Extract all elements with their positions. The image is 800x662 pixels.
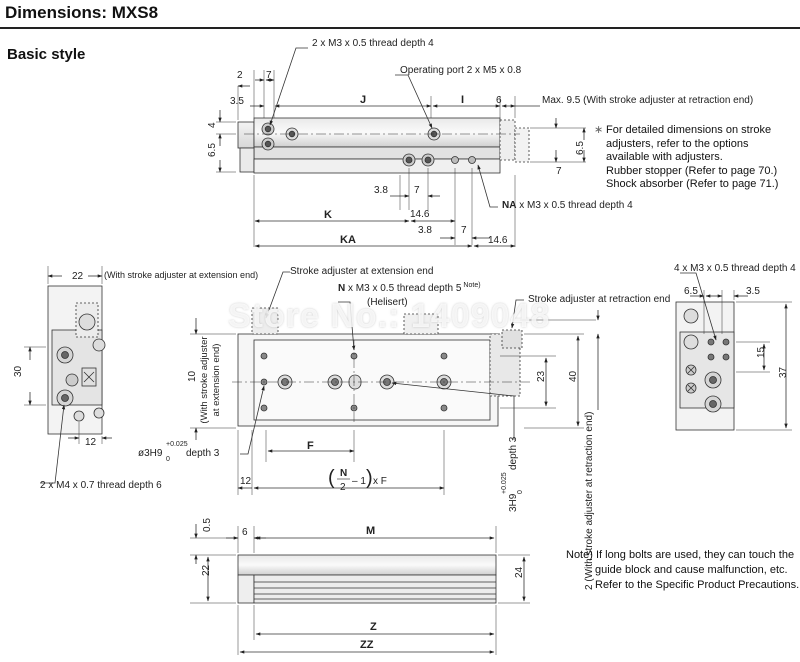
bolt-warning-note: Note) If long bolts are used, they can t…: [566, 548, 799, 593]
dim-4: 4: [207, 122, 218, 128]
note-line: For detailed dimensions on stroke: [606, 124, 772, 136]
left-callout-ext: (With stroke adjuster at extension end): [104, 270, 258, 280]
bottom-view-labels: 0.5 6 M 22 24 Z ZZ: [201, 518, 525, 651]
page-title: Dimensions: MXS8: [5, 3, 159, 22]
rot-3h9: 3H9: [508, 493, 519, 512]
center-view: [190, 271, 600, 495]
dim-7-b: 7: [461, 225, 467, 236]
right-callout: 4 x M3 x 0.5 thread depth 4: [674, 263, 796, 274]
formula-2: 2: [340, 482, 346, 493]
dim-7-right: 7: [556, 166, 562, 177]
bottom-dim-24: 24: [514, 566, 525, 578]
dim-14-6: 14.6: [410, 209, 430, 220]
left-dim-30: 30: [13, 365, 24, 377]
dim-7-mid: 7: [414, 185, 420, 196]
dim-3-5: 3.5: [230, 96, 244, 107]
dim-I: I: [461, 94, 464, 106]
rot-depth: depth 3: [508, 436, 519, 470]
title-bar: Dimensions: MXS8: [0, 0, 800, 30]
callout-3h9-a: ø3H9: [138, 448, 163, 459]
bottom-dim-M: M: [366, 525, 375, 537]
right-view-labels: 4 x M3 x 0.5 thread depth 4 6.5 3.5 15 3…: [674, 263, 796, 378]
center-dim-F: F: [307, 440, 314, 452]
callout-3h9-label: ø3H9: [138, 448, 163, 459]
callout-helisert: (Helisert): [367, 297, 408, 308]
callout-n-bold: N: [338, 283, 345, 294]
callout-note-sup: Note): [463, 282, 480, 289]
formula: ( N 2 – 1 ) x F: [328, 467, 387, 493]
dim-6: 6: [496, 95, 502, 106]
left-view-labels: 22 (With stroke adjuster at extension en…: [13, 270, 258, 491]
section-subtitle: Basic style: [7, 46, 86, 63]
top-view: [216, 47, 586, 248]
rot-tol-lo: 0: [517, 490, 524, 494]
right-dim-6-5: 6.5: [684, 286, 698, 297]
bottom-dim-Z: Z: [370, 621, 377, 633]
bottom-dim-ZZ: ZZ: [360, 639, 374, 651]
bottom-dim-6: 6: [242, 527, 248, 538]
callout-3h9-tol-up: +0.025: [166, 441, 188, 448]
dim-K: K: [324, 209, 332, 221]
center-dim-40: 40: [568, 370, 579, 382]
note-line: Rubber stopper (Refer to page 70.): [606, 164, 778, 177]
right-dim-3-5: 3.5: [746, 286, 760, 297]
dim-KA: KA: [340, 234, 356, 246]
center-dim-10: 10: [187, 370, 198, 382]
svg-text:): ): [366, 467, 373, 489]
callout-ret-adj: Stroke adjuster at retraction end: [528, 294, 670, 305]
center-dim-12: 12: [240, 476, 252, 487]
callout-ext-adj: Stroke adjuster at extension end: [290, 266, 433, 277]
formula-xf: x F: [373, 476, 387, 487]
right-view: [675, 272, 792, 431]
callout-n-rest: x M3 x 0.5 thread depth 5: [345, 283, 462, 294]
right-dim-37: 37: [778, 366, 789, 378]
rot-2: 2 (With stroke adjuster at retraction en…: [584, 412, 595, 590]
center-dim-23: 23: [536, 370, 547, 382]
callout-max-label: Max. 9.5 (With stroke adjuster at retrac…: [542, 95, 753, 106]
note-line: Refer to the Specific Product Precaution…: [595, 579, 800, 591]
callout-3h9-tol-lo: 0: [166, 456, 170, 463]
stroke-adjuster-note: ∗ For detailed dimensions on stroke adju…: [594, 124, 778, 192]
note-line: Note) If long bolts are used, they can t…: [566, 549, 795, 561]
callout-na-bold: NA: [502, 200, 516, 211]
center-dim-10-text2: at extension end): [211, 344, 222, 417]
note-star: ∗: [594, 124, 604, 136]
dim-6-5: 6.5: [207, 143, 218, 157]
top-view-labels: 2 x M3 x 0.5 thread depth 4 Operating po…: [207, 38, 753, 246]
callout-thread-label: 2 x M3 x 0.5 thread depth 4: [312, 38, 434, 49]
right-dim-15: 15: [756, 346, 767, 358]
note-line: adjusters, refer to the options: [606, 137, 749, 150]
center-dim-10-text: (With stroke adjuster: [199, 336, 210, 423]
formula-rest: – 1: [352, 476, 366, 487]
bottom-dim-22: 22: [201, 564, 212, 576]
dim-6-5-right: 6.5: [575, 141, 586, 155]
dim-3-8: 3.8: [374, 185, 388, 196]
left-dim-12: 12: [85, 437, 97, 448]
dim-3-8-b: 3.8: [418, 225, 432, 236]
dim-J: J: [360, 94, 366, 106]
callout-na-rest: x M3 x 0.5 thread depth 4: [516, 200, 633, 211]
note-line: Shock absorber (Refer to page 71.): [606, 178, 779, 190]
dim-2: 2: [237, 70, 243, 81]
title-underline: [0, 27, 800, 29]
callout-port-label: Operating port 2 x M5 x 0.8: [400, 65, 522, 76]
note-line: available with adjusters.: [606, 151, 723, 163]
svg-text:(: (: [328, 467, 335, 489]
dim-7: 7: [266, 70, 272, 81]
callout-3h9-depth: depth 3: [186, 448, 220, 459]
center-view-labels: Stroke adjuster at extension end N x M3 …: [138, 266, 670, 590]
dim-14-6-b: 14.6: [488, 235, 508, 246]
bottom-view: [190, 524, 530, 655]
left-dim-22: 22: [72, 271, 84, 282]
left-callout-m4: 2 x M4 x 0.7 thread depth 6: [40, 480, 162, 491]
callout-na-label: NA x M3 x 0.5 thread depth 4: [502, 200, 633, 211]
left-view: [24, 266, 112, 484]
bottom-dim-0-5: 0.5: [202, 518, 213, 532]
note-line: guide block and cause malfunction, etc.: [595, 564, 788, 576]
formula-n: N: [340, 468, 347, 479]
rot-tol-up: +0.025: [501, 472, 508, 494]
